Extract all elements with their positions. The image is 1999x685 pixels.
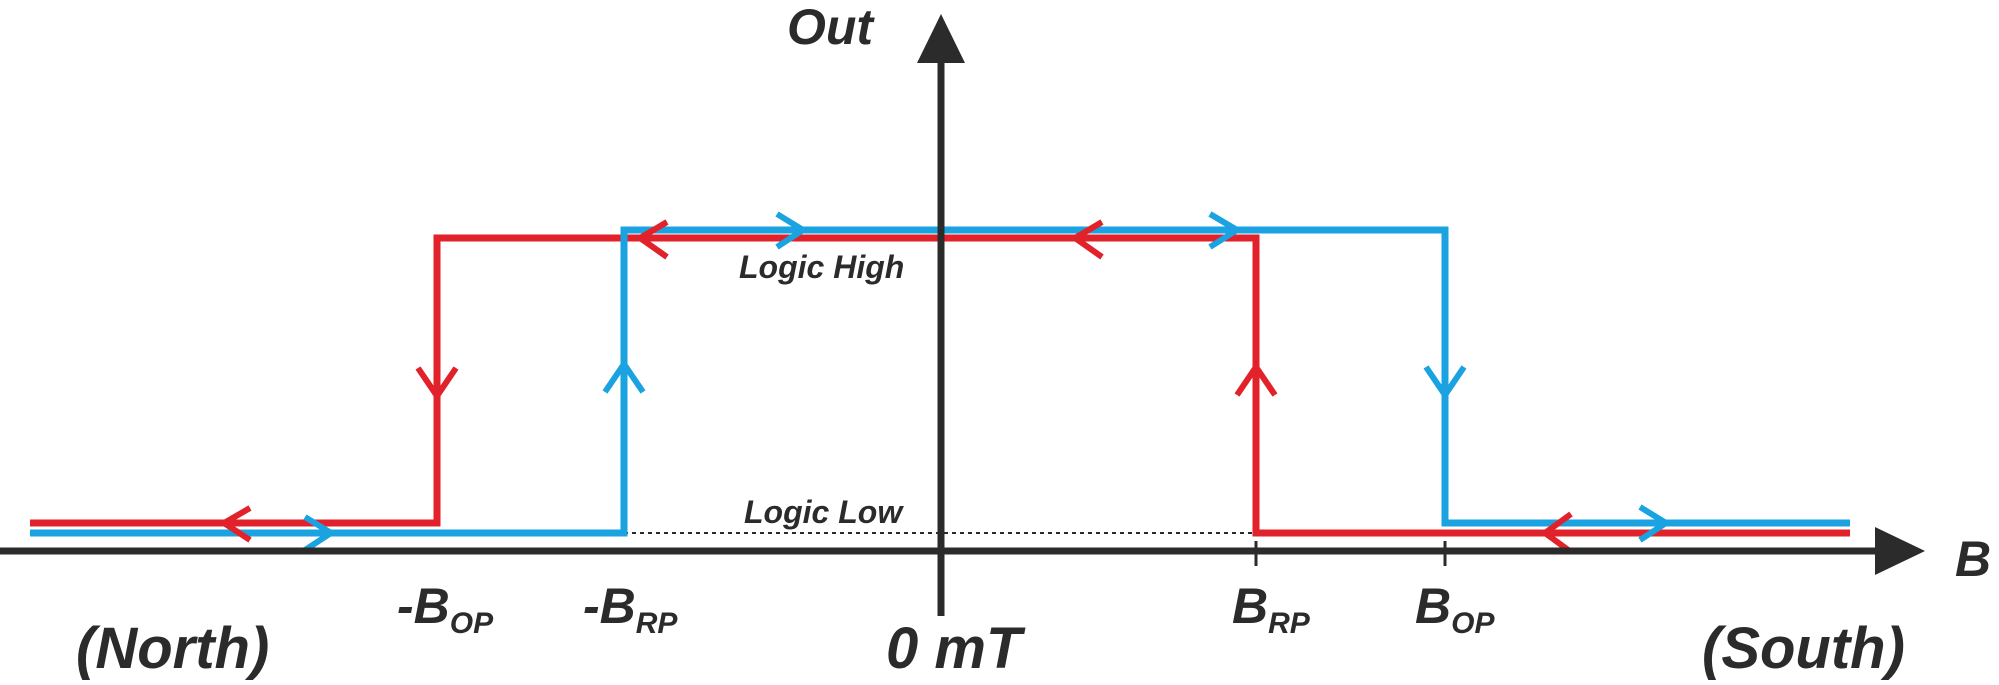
red-arrow-up-right: [1234, 361, 1278, 397]
tick-label-neg-brp-sub: RP: [636, 607, 679, 640]
tick-label-brp-sub: RP: [1268, 607, 1311, 640]
blue-arrow-right-top-1: [775, 211, 809, 250]
blue-trace: [30, 226, 1850, 537]
red-arrow-left-top-2: [1069, 219, 1104, 260]
y-axis-label: Out: [787, 0, 875, 55]
blue-arrow-up-left: [602, 358, 646, 394]
blue-arrow-right-top-2: [1208, 211, 1243, 250]
red-arrow-left-bottom: [218, 505, 252, 543]
tick-label-neg-brp-main: -B: [583, 578, 636, 634]
red-arrow-down-left: [415, 366, 459, 402]
tick-label-zero: 0 mT: [886, 616, 1026, 681]
tick-label-neg-bop-main: -B: [397, 578, 450, 634]
tick-label-bop-main: B: [1415, 578, 1451, 634]
logic-high-label: Logic High: [739, 249, 904, 285]
red-arrow-left-bottom-right: [1539, 511, 1573, 555]
blue-arrow-right-bottom: [303, 514, 337, 553]
red-trace: [30, 234, 1850, 537]
tick-label-brp-main: B: [1232, 578, 1268, 634]
logic-low-label: Logic Low: [744, 494, 904, 530]
x-axis-label: B: [1955, 531, 1991, 587]
tick-label-bop: BOP: [1415, 578, 1495, 640]
blue-arrow-down-right: [1423, 365, 1467, 401]
tick-label-neg-brp: -BRP: [583, 578, 678, 640]
tick-label-bop-sub: OP: [1451, 607, 1495, 640]
tick-label-neg-bop: -BOP: [397, 578, 494, 640]
y-axis-arrowhead: [917, 14, 965, 63]
north-pole-label: (North): [76, 616, 269, 681]
red-arrow-left-top-1: [634, 219, 669, 260]
blue-arrow-right-bottom-right: [1638, 504, 1672, 543]
south-pole-label: (South): [1702, 616, 1905, 681]
tick-label-neg-bop-sub: OP: [450, 607, 494, 640]
tick-label-brp: BRP: [1232, 578, 1311, 640]
x-axis-arrowhead: [1875, 527, 1925, 575]
